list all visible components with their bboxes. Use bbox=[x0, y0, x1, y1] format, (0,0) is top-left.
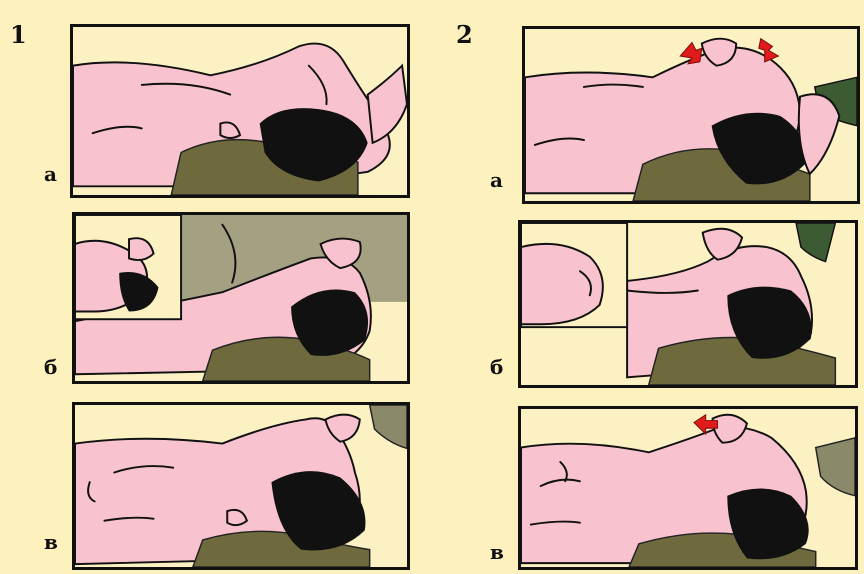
panel-1a bbox=[70, 24, 410, 198]
panel-1c-label: в bbox=[44, 530, 58, 554]
panel-1b bbox=[72, 212, 410, 384]
panel-1b-label: б bbox=[44, 355, 57, 379]
panel-2b bbox=[518, 220, 858, 388]
panel-2a-label: а bbox=[490, 168, 503, 192]
panel-1c bbox=[72, 402, 410, 570]
column-number-1: 1 bbox=[10, 20, 27, 49]
panel-2b-label: б bbox=[490, 355, 503, 379]
column-number-2: 2 bbox=[456, 20, 473, 49]
panel-2c bbox=[518, 406, 858, 570]
panel-1a-label: а bbox=[44, 162, 57, 186]
panel-2c-label: в bbox=[490, 540, 504, 564]
arrow-icon bbox=[680, 43, 702, 64]
panel-2a bbox=[522, 26, 860, 204]
